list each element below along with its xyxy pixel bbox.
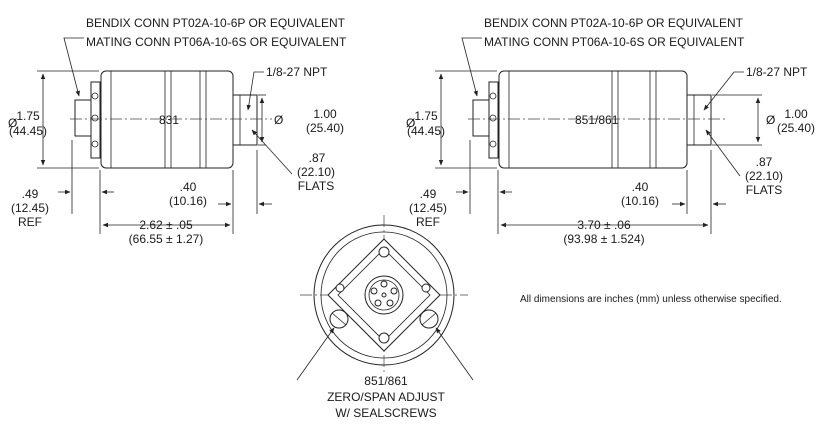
connector-insert <box>368 279 400 311</box>
dimension-footnote: All dimensions are inches (mm) unless ot… <box>520 294 782 305</box>
left-ref-in: .49 <box>22 187 39 201</box>
left-flats-in: .87 <box>309 151 326 165</box>
left-flange-screw-bottom <box>91 140 99 148</box>
left-dia-symbol: Ø <box>8 116 17 130</box>
left-connector-note-line2: MATING CONN PT06A-10-6S OR EQUIVALENT <box>86 35 347 49</box>
right-body-dia-mm: (44.45) <box>407 124 445 138</box>
right-length-in: 3.70 ± .06 <box>577 218 631 232</box>
left-connector-note-line1: BENDIX CONN PT02A-10-6P OR EQUIVALENT <box>86 16 346 30</box>
left-flange-screw-mid <box>91 114 99 122</box>
connector-pin-f <box>381 292 387 298</box>
connector-pin-d <box>374 299 382 307</box>
span-adjust-leader <box>435 327 474 381</box>
left-port-dia-mm: (25.40) <box>306 121 344 135</box>
right-pressure-port <box>686 94 712 146</box>
right-flange-screw-mid <box>489 114 497 122</box>
left-length-in: 2.62 ± .05 <box>139 218 193 232</box>
left-flats-leader <box>251 129 293 175</box>
right-port-dia-symbol: Ø <box>766 113 775 127</box>
left-flats-mm: (22.10) <box>297 165 335 179</box>
right-length-mm: (93.98 ± 1.524) <box>563 232 644 246</box>
end-view-adjust-line2: W/ SEALSCREWS <box>335 406 436 420</box>
right-flange-screw-bottom <box>489 140 497 148</box>
left-pressure-port <box>232 94 258 146</box>
right-connector-shell <box>472 99 490 137</box>
connector-pin-e <box>386 299 394 307</box>
right-flats-mm: (22.10) <box>745 169 783 183</box>
flange-hole-right <box>421 283 431 293</box>
right-port-len-in: .40 <box>632 180 649 194</box>
right-port-dia-in: 1.00 <box>784 107 808 121</box>
flange-hole-top <box>378 246 390 258</box>
left-body-dia-mm: (44.45) <box>9 124 47 138</box>
right-thread-label: 1/8-27 NPT <box>746 65 808 79</box>
left-flange-screw-top <box>91 92 99 100</box>
right-flats-label: FLATS <box>746 183 782 197</box>
left-ref-mm: (12.45) <box>11 201 49 215</box>
right-connector-leader <box>461 37 482 97</box>
left-port-len-mm: (10.16) <box>169 194 207 208</box>
right-body-dia-in: 1.75 <box>414 109 438 123</box>
connector-pin-c <box>390 287 398 295</box>
right-dia-symbol: Ø <box>406 116 415 130</box>
right-thread-leader <box>703 71 744 111</box>
right-connector-note-line2: MATING CONN PT06A-10-6S OR EQUIVALENT <box>484 35 745 49</box>
right-side-view: BENDIX CONN PT02A-10-6P OR EQUIVALENT MA… <box>406 16 815 246</box>
left-side-view: BENDIX CONN PT02A-10-6P OR EQUIVALENT MA… <box>8 16 347 246</box>
right-model-label: 851/861 <box>575 113 619 127</box>
flange-hole-bottom <box>378 332 390 344</box>
right-port-len-mm: (10.16) <box>621 194 659 208</box>
left-model-label: 831 <box>159 113 179 127</box>
end-view-model-label: 851/861 <box>364 374 408 388</box>
left-thread-label: 1/8-27 NPT <box>266 65 328 79</box>
right-ref-in: .49 <box>420 187 437 201</box>
flange-hole-left <box>335 283 345 293</box>
left-flats-label: FLATS <box>298 179 334 193</box>
left-connector-leader <box>63 37 84 97</box>
right-flats-in: .87 <box>756 155 773 169</box>
left-connector-shell <box>74 99 92 137</box>
connector-pin-b <box>370 287 378 295</box>
left-thread-leader <box>246 71 264 111</box>
right-ref-label: REF <box>416 215 440 229</box>
end-view: 851/861 ZERO/SPAN ADJUST W/ SEALSCREWS <box>296 215 474 420</box>
left-ref-label: REF <box>18 215 42 229</box>
connector-pin-a <box>380 280 388 288</box>
span-screw-slot <box>421 312 437 326</box>
right-port-dia-mm: (25.40) <box>777 121 815 135</box>
left-connector-flange <box>90 81 101 159</box>
right-connector-note-line1: BENDIX CONN PT02A-10-6P OR EQUIVALENT <box>484 16 744 30</box>
left-port-len-in: .40 <box>180 180 197 194</box>
left-port-dia-symbol: Ø <box>274 113 283 127</box>
zero-screw-slot <box>331 312 347 326</box>
right-flange-screw-top <box>489 92 497 100</box>
zero-adjust-leader <box>296 327 335 381</box>
left-body-dia-in: 1.75 <box>16 109 40 123</box>
right-ref-mm: (12.45) <box>409 201 447 215</box>
left-port-dia-in: 1.00 <box>313 107 337 121</box>
right-flats-leader <box>705 129 741 177</box>
end-view-adjust-line1: ZERO/SPAN ADJUST <box>327 390 445 404</box>
left-length-mm: (66.55 ± 1.27) <box>129 232 204 246</box>
right-connector-flange <box>488 81 499 159</box>
